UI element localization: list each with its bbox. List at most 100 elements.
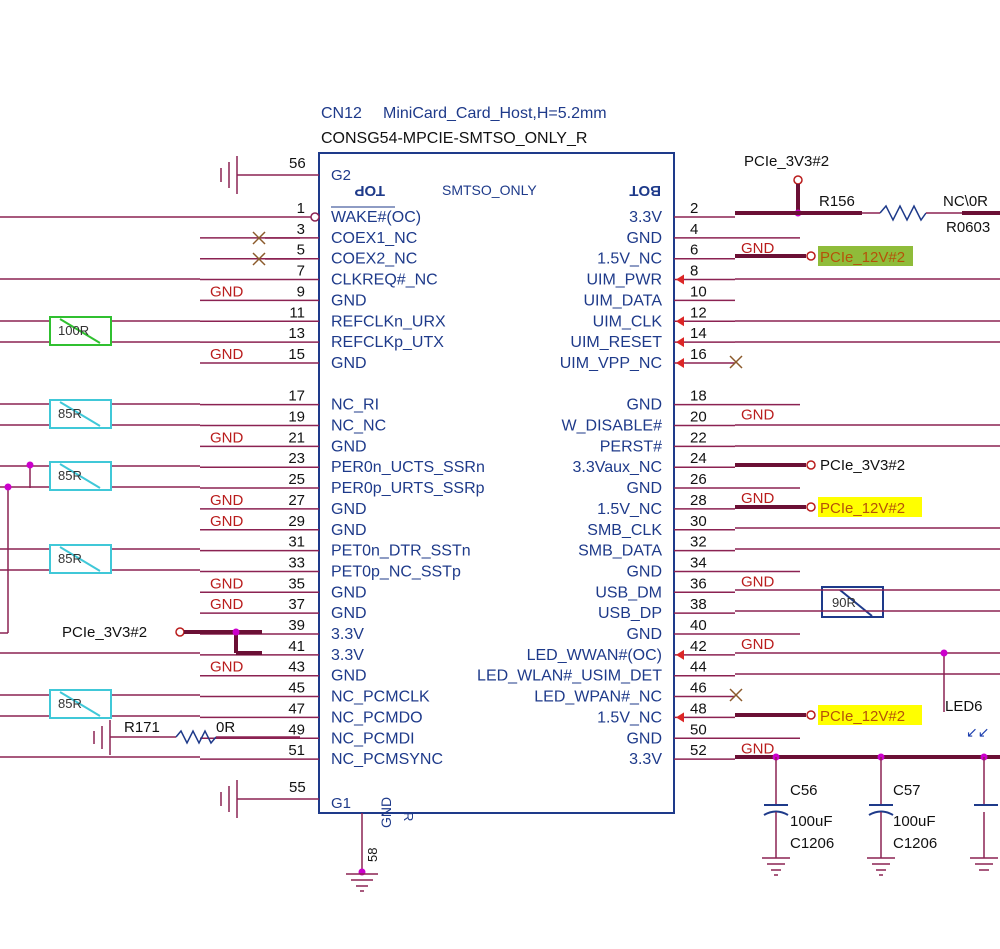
gnd-net-label: GND — [210, 283, 244, 300]
pin-number: 15 — [288, 346, 305, 363]
gnd-net-label: GND — [741, 573, 775, 590]
pin-number: 40 — [690, 617, 707, 634]
pin-number: 14 — [690, 325, 707, 342]
gnd-net-label: GND — [210, 575, 244, 592]
pin-number: 41 — [288, 638, 305, 655]
gnd-net-label: GND — [741, 740, 775, 757]
pin-name: GND — [626, 563, 662, 580]
capacitor-partial — [970, 757, 998, 871]
pin-number: 44 — [690, 659, 707, 676]
pcie-12v-net-6: PCIe_12V#2 — [735, 246, 913, 266]
svg-text:C57: C57 — [893, 782, 921, 799]
pin-number: 7 — [297, 263, 305, 280]
gnd-net-label: GND — [741, 240, 775, 257]
pin-name: CLKREQ#_NC — [331, 272, 438, 289]
pin-name: UIM_CLK — [593, 313, 663, 330]
pin-name: REFCLKn_URX — [331, 313, 446, 330]
pin-number: 29 — [288, 513, 305, 530]
pin-name: GND — [331, 355, 367, 372]
pin-number: 36 — [690, 575, 707, 592]
pin-name: 1.5V_NC — [597, 501, 662, 518]
pin-name: NC_RI — [331, 397, 379, 414]
input-arrow-icon — [676, 316, 684, 327]
inverter-bubble-icon — [310, 212, 320, 222]
right-pin-28: 28 1.5V_NC — [597, 492, 735, 518]
pin-number: 2 — [690, 200, 698, 217]
ground-icon — [346, 873, 378, 892]
pin-name: GND — [626, 230, 662, 247]
pin-name: NC_PCMDO — [331, 709, 423, 726]
pin-name: LED_WWAN#(OC) — [527, 647, 662, 664]
led-arrows-icon: ↙↙ — [966, 724, 989, 740]
pin-number: 6 — [690, 242, 698, 259]
pin-name: GND — [331, 668, 367, 685]
bot-label: BOT — [629, 182, 661, 199]
pin-number: 43 — [288, 659, 305, 676]
pin-name: UIM_DATA — [583, 292, 662, 309]
pin-number: 42 — [690, 638, 707, 655]
pin-name: NC_PCMCLK — [331, 689, 430, 706]
svg-text:PCIe_3V3#2: PCIe_3V3#2 — [62, 624, 147, 641]
led6: LED6 ↙↙ — [945, 698, 989, 740]
pin-number: 16 — [690, 346, 707, 363]
svg-text:R156: R156 — [819, 193, 855, 210]
pin-number: 4 — [690, 221, 698, 238]
pin-number: 39 — [288, 617, 305, 634]
gnd-pin-label: GND — [378, 797, 394, 828]
pin-number: 30 — [690, 513, 707, 530]
pin-number: 46 — [690, 680, 707, 697]
pin-name: SMB_DATA — [578, 543, 662, 560]
pin-name: NC_PCMDI — [331, 730, 415, 747]
pin-name: GND — [626, 480, 662, 497]
svg-text:PCIe_3V3#2: PCIe_3V3#2 — [744, 153, 829, 170]
pin-number: 20 — [690, 409, 707, 426]
pin-number: 26 — [690, 471, 707, 488]
pin-name: PER0n_UCTS_SSRn — [331, 459, 485, 476]
pin-number: 19 — [288, 409, 305, 426]
resistor-r171: R171 0R — [93, 719, 300, 755]
gnd-net-label: GND — [741, 636, 775, 653]
right-pin-20: 20W_DISABLE# — [562, 409, 735, 435]
pin-number: 47 — [288, 700, 305, 717]
pin-name: 1.5V_NC — [597, 709, 662, 726]
svg-text:85R: 85R — [58, 406, 82, 421]
gnd-net-label: GND — [210, 513, 244, 530]
svg-text:100uF: 100uF — [893, 813, 936, 830]
pin-number: 28 — [690, 492, 707, 509]
pin-name: PERST# — [600, 438, 662, 455]
g2-label: G2 — [331, 167, 351, 184]
no-connect-icon — [252, 231, 266, 266]
pin-name: UIM_VPP_NC — [560, 355, 662, 372]
svg-text:NC\0R: NC\0R — [943, 193, 988, 210]
pin-name: 3.3V — [629, 209, 662, 226]
pin-name: GND — [331, 605, 367, 622]
pin-name: GND — [331, 522, 367, 539]
g1-label: G1 — [331, 795, 351, 812]
right-pin-48: 481.5V_NC — [597, 700, 735, 726]
right-pin-6: 61.5V_NC — [597, 242, 735, 268]
pin-name: COEX2_NC — [331, 251, 417, 268]
connector-body — [318, 152, 675, 814]
capacitor-c57: C57 100uF C1206 — [867, 757, 937, 876]
pin-name: UIM_PWR — [586, 272, 662, 289]
svg-text:LED6: LED6 — [945, 698, 983, 715]
right-external-wires — [735, 278, 1000, 712]
pin-number: 13 — [288, 325, 305, 342]
